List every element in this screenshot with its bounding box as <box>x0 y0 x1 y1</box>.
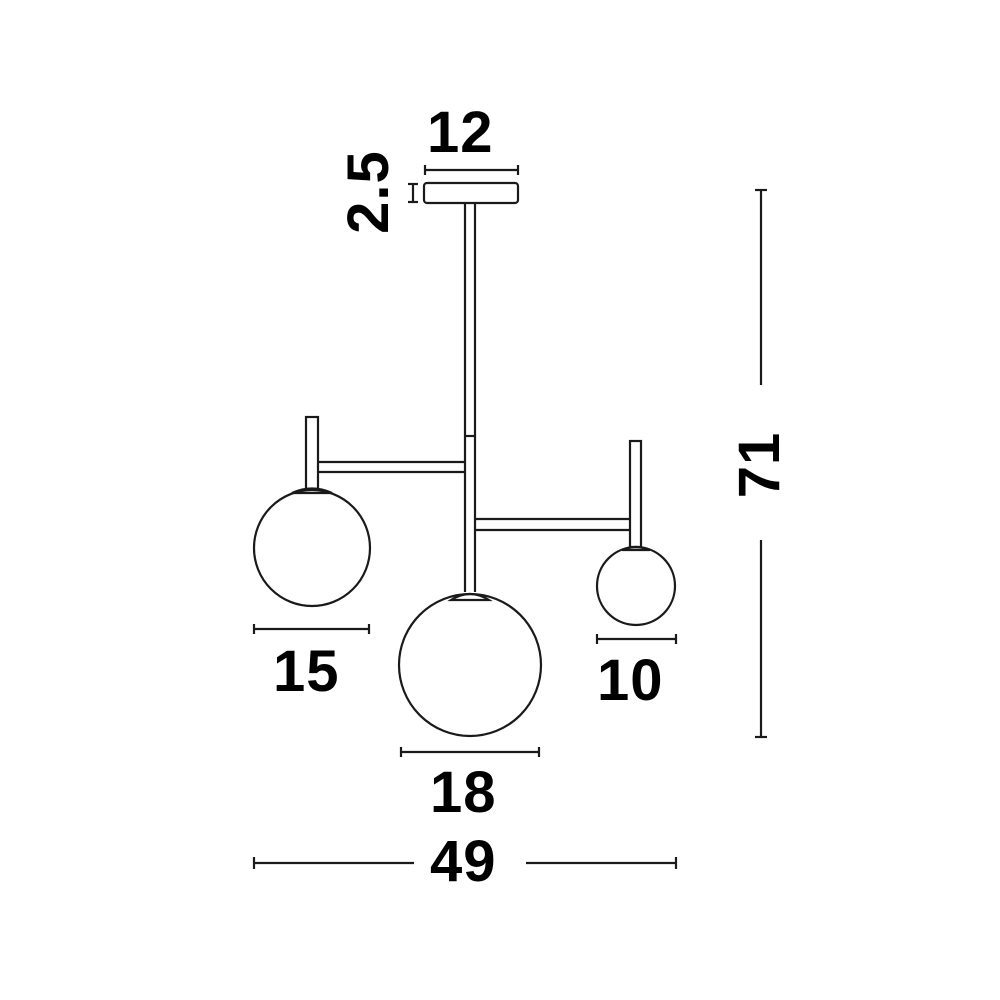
left-arm <box>318 460 465 474</box>
canopy-width-dimension-line <box>423 165 520 175</box>
ceiling-canopy <box>422 181 520 205</box>
right-arm <box>475 517 630 532</box>
total-width-dimension-line <box>252 857 678 869</box>
canopy-height-label: 2.5 <box>336 150 401 234</box>
left-globe-diameter-label: 15 <box>273 639 340 704</box>
center-globe-dimension-line <box>399 747 541 757</box>
left-globe-dimension-line <box>252 624 371 634</box>
right-globe-diameter-label: 10 <box>597 648 664 713</box>
canopy-width-label: 12 <box>427 100 494 165</box>
right-globe <box>595 545 677 627</box>
total-height-label: 71 <box>727 431 792 499</box>
right-globe-dimension-line <box>595 634 678 644</box>
central-stem <box>463 203 477 592</box>
left-globe-holder <box>304 415 320 491</box>
right-globe-holder <box>628 439 643 549</box>
center-globe-diameter-label: 18 <box>430 760 497 825</box>
canopy-height-dimension-line <box>408 182 418 204</box>
left-globe <box>252 488 372 608</box>
total-width-label: 49 <box>430 829 497 894</box>
total-height-dimension-line <box>755 188 767 739</box>
center-globe <box>397 592 543 738</box>
